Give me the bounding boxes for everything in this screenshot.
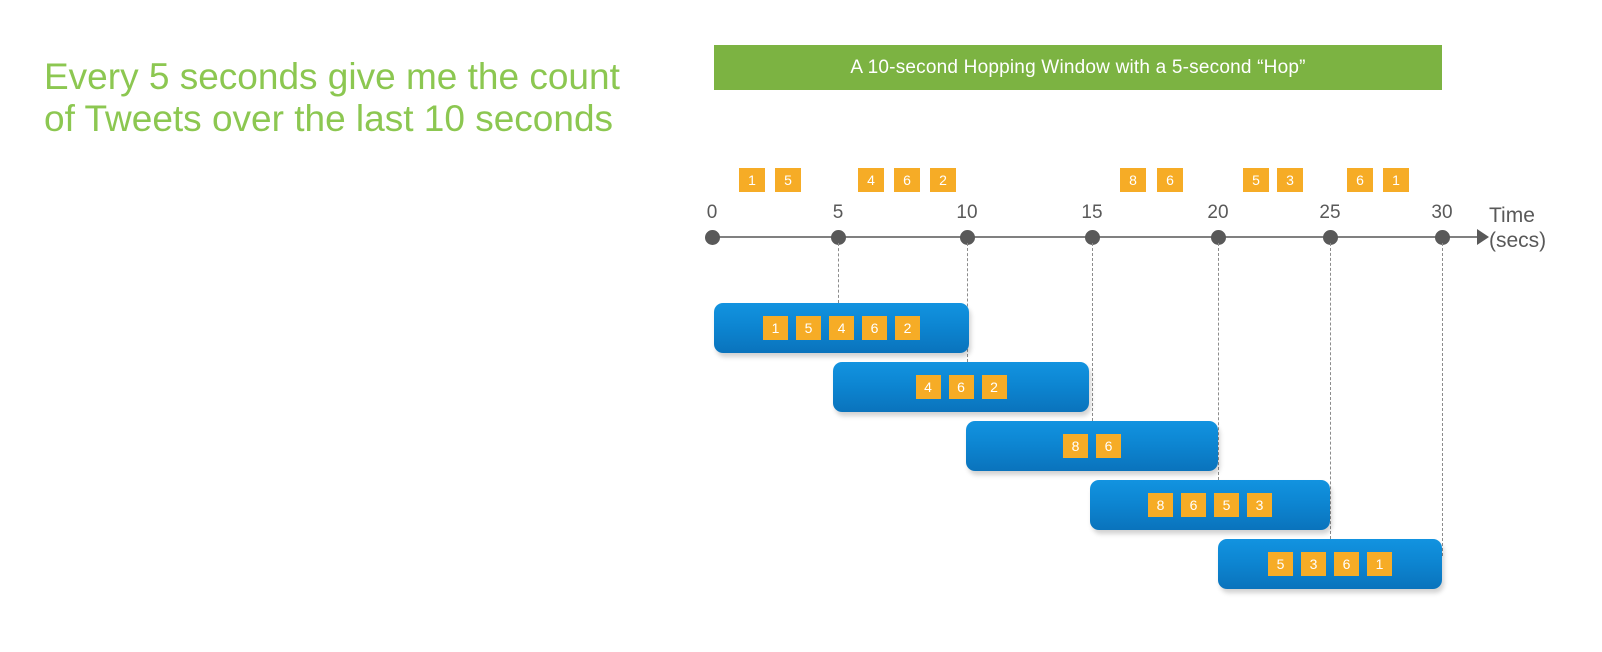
time-axis-tick-dot (1085, 230, 1100, 245)
window-event-chip: 1 (1367, 552, 1392, 576)
window-event-chip: 5 (1214, 493, 1239, 517)
window-event-chip: 6 (1181, 493, 1206, 517)
window-boundary-dash (967, 243, 968, 362)
event-chip: 2 (930, 168, 956, 192)
window-event-chip: 3 (1301, 552, 1326, 576)
window-event-chip: 2 (895, 316, 920, 340)
title-banner-label: A 10-second Hopping Window with a 5-seco… (850, 56, 1306, 78)
time-axis-arrow-icon (1477, 229, 1489, 245)
window-event-chip: 6 (862, 316, 887, 340)
event-chip: 6 (1157, 168, 1183, 192)
time-axis-tick-dot (1435, 230, 1450, 245)
window-event-chip: 6 (1096, 434, 1121, 458)
time-axis-tick-label: 10 (956, 202, 978, 223)
event-chip: 6 (1347, 168, 1373, 192)
event-chip: 4 (858, 168, 884, 192)
time-axis-tick-label: 5 (832, 202, 844, 223)
time-axis-tick-dot (1323, 230, 1338, 245)
time-axis-tick-dot (831, 230, 846, 245)
window-event-chip: 5 (1268, 552, 1293, 576)
event-chip: 1 (739, 168, 765, 192)
event-chip: 3 (1277, 168, 1303, 192)
time-axis-tick-dot (1211, 230, 1226, 245)
window-boundary-dash (838, 243, 839, 303)
window-boundary-dash (1330, 243, 1331, 539)
event-chip: 8 (1120, 168, 1146, 192)
window-event-chip: 8 (1063, 434, 1088, 458)
window-boundary-dash (1092, 243, 1093, 421)
event-chip: 1 (1383, 168, 1409, 192)
title-banner: A 10-second Hopping Window with a 5-seco… (714, 45, 1442, 90)
time-axis-tick-label: 15 (1081, 202, 1103, 223)
window-event-chip: 3 (1247, 493, 1272, 517)
window-event-chip: 6 (1334, 552, 1359, 576)
time-axis-tick-label: 20 (1207, 202, 1229, 223)
time-axis-label: Time (secs) (1489, 204, 1547, 252)
event-chip: 5 (775, 168, 801, 192)
event-chip: 5 (1243, 168, 1269, 192)
time-axis-tick-dot (705, 230, 720, 245)
page-title: Every 5 seconds give me the count of Twe… (44, 56, 631, 139)
time-axis-tick-label: 25 (1319, 202, 1341, 223)
window-event-chip: 6 (948, 375, 974, 399)
window-boundary-dash (1442, 243, 1443, 556)
time-axis-tick-dot (960, 230, 975, 245)
window-event-chip: 4 (915, 375, 941, 399)
window-event-chip: 4 (829, 316, 854, 340)
window-event-chip: 5 (796, 316, 821, 340)
time-axis-tick-label: 0 (706, 202, 718, 223)
window-boundary-dash (1218, 243, 1219, 480)
window-event-chip: 2 (981, 375, 1007, 399)
window-event-chip: 8 (1148, 493, 1173, 517)
window-event-chip: 1 (763, 316, 788, 340)
time-axis-tick-label: 30 (1431, 202, 1453, 223)
event-chip: 6 (894, 168, 920, 192)
